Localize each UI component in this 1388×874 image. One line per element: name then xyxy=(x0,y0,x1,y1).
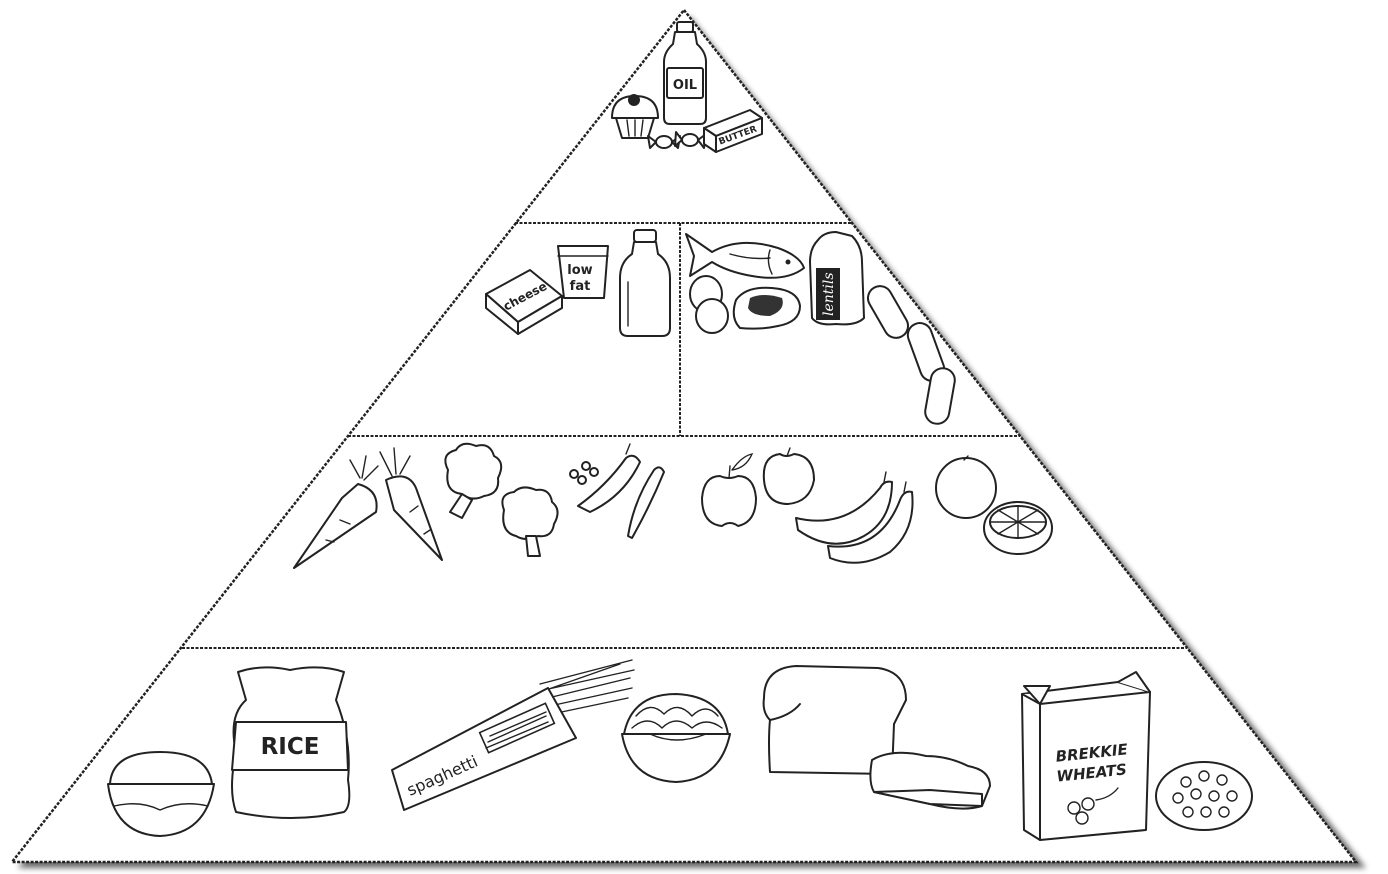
oil-label: OIL xyxy=(673,78,697,93)
yogurt-icon: low fat xyxy=(558,246,608,298)
yogurt-label-2: fat xyxy=(570,279,591,294)
lentils-label: lentils xyxy=(821,272,837,316)
lentils-bag-icon: lentils xyxy=(810,232,864,324)
cereal-bowl-icon xyxy=(1156,762,1252,830)
rice-sack-icon: RICE xyxy=(232,667,349,818)
orange-half-icon xyxy=(984,502,1052,554)
yogurt-label-1: low xyxy=(567,263,592,278)
cereal-box-icon: BREKKIE WHEATS xyxy=(1022,672,1150,840)
orange-icon xyxy=(936,456,996,518)
rice-label: RICE xyxy=(261,734,320,760)
steak-icon xyxy=(734,288,800,329)
